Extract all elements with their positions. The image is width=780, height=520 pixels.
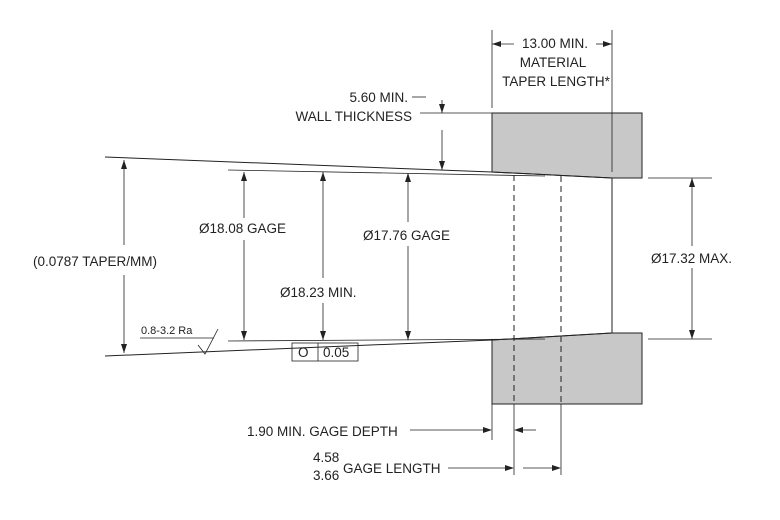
roundness-tolerance: 0.05: [323, 345, 349, 360]
arrow-head: [241, 172, 247, 181]
arrow-head: [439, 161, 445, 170]
wall-thickness-value: 5.60 MIN.: [349, 90, 408, 105]
arrow-head: [483, 427, 492, 433]
arrow-head: [121, 160, 127, 169]
taper-per-mm-label: (0.0787 TAPER/MM): [33, 254, 157, 269]
arrow-head: [492, 41, 501, 47]
gage-length-label: GAGE LENGTH: [343, 461, 441, 476]
arrow-head: [320, 331, 326, 340]
surface-finish-label: 0.8-3.2 Ra: [141, 325, 193, 337]
gage-length-min: 3.66: [313, 468, 339, 483]
taper-length-label: TAPER LENGTH*: [502, 74, 611, 89]
arrow-head: [439, 104, 445, 113]
arrow-head: [121, 344, 127, 353]
arrow-head: [505, 465, 514, 471]
gage-line-bottom: [227, 338, 546, 342]
arrow-head: [514, 427, 523, 433]
max-1732-label: Ø17.32 MAX.: [651, 251, 732, 266]
gage-line-top: [227, 169, 546, 177]
arrow-head: [241, 331, 247, 340]
label-backdrop: [650, 246, 746, 268]
gage-length-max: 4.58: [313, 450, 339, 465]
arrow-head: [405, 173, 411, 182]
roundness-frame: [291, 342, 359, 362]
part-upper-section: [491, 112, 643, 179]
arrow-head: [689, 178, 695, 187]
arrow-head: [689, 330, 695, 339]
gage-1808-label: Ø18.08 GAGE: [199, 221, 286, 236]
roundness-symbol: O: [298, 345, 309, 360]
taper-length-min-label: 13.00 MIN.: [522, 36, 588, 51]
min-1823-label: Ø18.23 MIN.: [280, 285, 357, 300]
taper-top-inner: [491, 171, 613, 179]
arrow-head: [405, 331, 411, 340]
taper-bottom-line: [104, 339, 493, 357]
wall-thickness-label: WALL THICKNESS: [295, 109, 412, 124]
arrow-head: [603, 41, 612, 47]
gage-depth-label: 1.90 MIN. GAGE DEPTH: [247, 424, 398, 439]
material-label: MATERIAL: [520, 55, 587, 70]
arrow-head: [552, 465, 561, 471]
gage-1776-label: Ø17.76 GAGE: [363, 228, 450, 243]
taper-top-line: [104, 156, 493, 173]
surface-finish-symbol: [197, 328, 219, 355]
arrow-head: [320, 172, 326, 181]
